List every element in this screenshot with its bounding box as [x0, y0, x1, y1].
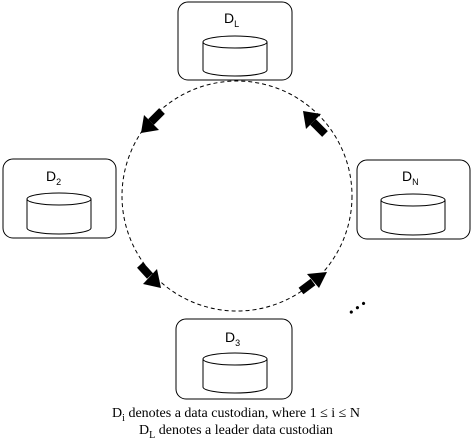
database-icon	[202, 352, 268, 394]
database-icon	[380, 193, 446, 236]
node-dn: DN	[356, 159, 471, 240]
database-icon	[26, 192, 92, 235]
arrow-top-left	[141, 108, 165, 133]
caption-line-2: DL denotes a leader data custodian	[139, 423, 333, 441]
database-icon	[202, 35, 268, 77]
caption-line-1: Di denotes a data custodian, where 1 ≤ i…	[112, 406, 360, 424]
arrow-bottom-left	[137, 262, 161, 288]
arrow-top-right	[303, 111, 328, 137]
node-d2: D2	[2, 158, 117, 239]
node-dn-label: DN	[402, 168, 419, 187]
node-d2-label: D2	[46, 168, 61, 187]
ring-circle	[121, 80, 353, 312]
arrow-bottom-right	[298, 272, 327, 295]
node-leader-label: DL	[224, 10, 239, 29]
node-d3: D3	[175, 318, 293, 400]
node-d3-label: D3	[225, 329, 240, 348]
node-leader: DL	[177, 1, 293, 81]
ellipsis-dots: • • •	[346, 296, 370, 319]
